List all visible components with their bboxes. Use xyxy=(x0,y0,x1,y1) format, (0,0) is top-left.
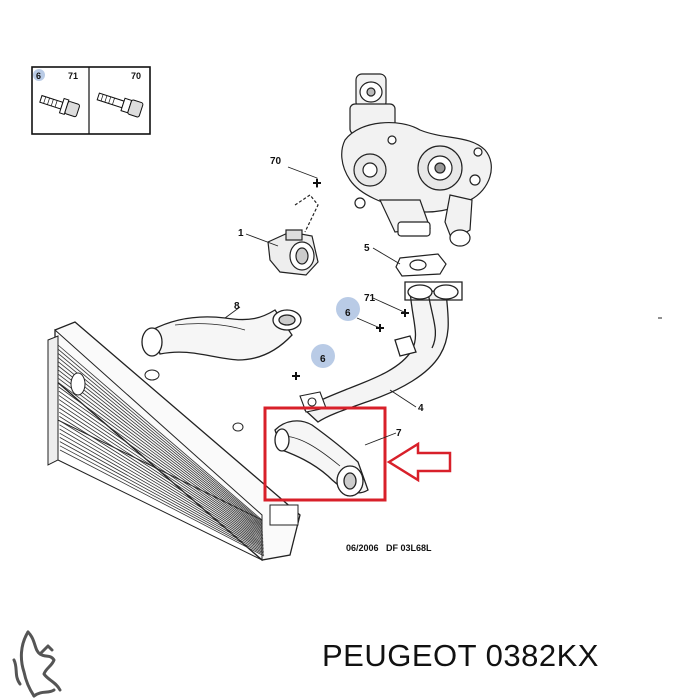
radiator-fin xyxy=(58,361,263,527)
hose-icon xyxy=(141,309,302,361)
radiator-fin xyxy=(57,357,263,525)
radiator-fin xyxy=(58,378,263,532)
callout-4: 4 xyxy=(418,403,424,414)
radiator-fin xyxy=(59,411,264,544)
callout-6a: 6 xyxy=(345,308,351,319)
radiator-fin xyxy=(59,441,265,554)
radiator-fin xyxy=(59,420,264,547)
radiator-fin xyxy=(59,445,265,555)
radiator-fin xyxy=(59,428,264,550)
peugeot-lion-logo-icon xyxy=(12,630,62,698)
marker-blue-6b xyxy=(311,344,335,368)
radiator-fin xyxy=(58,407,264,542)
fastener-legend: 6 71 70 xyxy=(31,66,151,135)
radiator-fin xyxy=(58,365,263,528)
radiator-fin xyxy=(57,344,263,521)
radiator-fin xyxy=(57,348,263,522)
callout-5: 5 xyxy=(364,243,370,254)
callout-8: 8 xyxy=(234,301,240,312)
callout-71: 71 xyxy=(364,293,376,304)
radiator-fin xyxy=(58,382,263,534)
highlight-box xyxy=(263,406,387,502)
radiator-fin xyxy=(58,399,264,540)
radiator-fin xyxy=(58,403,264,541)
bolt-icon xyxy=(39,94,80,118)
marker-blue-6a xyxy=(336,297,360,321)
legend-label-70: 70 xyxy=(131,71,141,81)
radiator-fin xyxy=(59,449,265,557)
flanged-bolt-icon xyxy=(96,92,144,118)
gasket-icon xyxy=(395,253,447,277)
callout-6b: 6 xyxy=(320,354,326,365)
callout-70: 70 xyxy=(270,156,282,167)
radiator-fin xyxy=(58,390,264,537)
part-caption: PEUGEOT 0382KX xyxy=(322,638,599,673)
valve-icon xyxy=(267,194,319,276)
turbocharger-icon xyxy=(341,73,492,247)
bolt-marker-plus xyxy=(292,179,409,380)
radiator-fin xyxy=(59,424,264,548)
legend-label-6: 6 xyxy=(36,71,41,81)
radiator-fin xyxy=(58,369,263,529)
arrow-left-icon xyxy=(386,441,452,483)
legend-marker-6 xyxy=(33,69,45,81)
diagram-reference-code: 06/2006 DF 03L68L xyxy=(346,543,432,553)
legend-label-71: 71 xyxy=(68,71,78,81)
radiator-fin xyxy=(57,353,263,524)
intercooler-icon xyxy=(47,321,301,562)
radiator-fin xyxy=(58,386,264,535)
radiator-fin xyxy=(59,432,264,551)
callout-1: 1 xyxy=(238,228,244,239)
radiator-fin xyxy=(59,416,264,545)
radiator-fin xyxy=(58,374,263,531)
callout-7: 7 xyxy=(396,428,402,439)
hose-icon xyxy=(274,420,369,497)
radiator-fin xyxy=(59,437,264,553)
radiator-fin xyxy=(58,395,264,538)
